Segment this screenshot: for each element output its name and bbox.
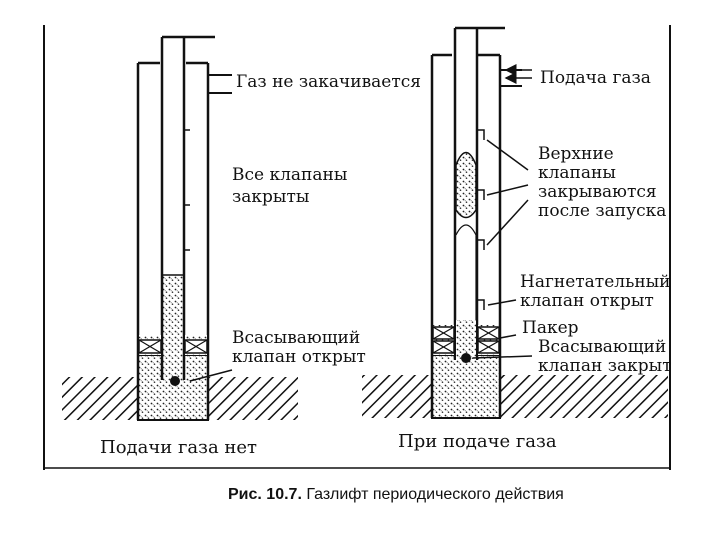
left-suction-valve-ball: [170, 376, 180, 386]
figure-title: Газлифт периодического действия: [306, 486, 564, 503]
left-tubing-fluid: [162, 275, 184, 380]
left-suction-leader: [189, 369, 233, 382]
right-suction-leader: [472, 355, 533, 359]
right-gas-bubble: [455, 224, 477, 320]
right-valve-3: [477, 239, 485, 250]
label-upper-valves-line3: закрываются: [538, 182, 657, 202]
label-upper-valves-line4: после запуска: [538, 201, 667, 221]
right-upper-leader-1: [486, 139, 529, 171]
right-valve-1: [477, 129, 485, 140]
right-injection-leader: [487, 299, 517, 306]
label-suction-valve-closed-line2: клапан закрыт: [538, 356, 672, 376]
right-ground: [362, 375, 668, 418]
caption-with-gas-supply: При подаче газа: [398, 431, 557, 452]
label-all-valves-closed-line2: закрыты: [232, 187, 310, 207]
caption-no-gas-supply: Подачи газа нет: [100, 437, 258, 458]
right-suction-valve-ball: [461, 353, 471, 363]
left-well: [62, 35, 298, 421]
right-liquid-slug: [455, 151, 477, 219]
label-suction-valve-open-line1: Всасывающий: [232, 328, 361, 348]
right-well: [362, 26, 668, 419]
right-upper-leader-2: [486, 184, 529, 196]
label-all-valves-closed-line1: Все клапаны: [232, 165, 348, 185]
right-packer: [432, 326, 500, 354]
right-well-bottom: [431, 354, 501, 419]
right-injection-valve: [477, 299, 485, 310]
label-injection-valve-line2: клапан открыт: [520, 291, 654, 311]
label-injection-valve-line1: Нагнетательный: [520, 272, 671, 292]
figure-number: Рис. 10.7.: [228, 486, 302, 503]
figure-caption: Рис. 10.7. Газлифт периодического действ…: [228, 486, 564, 504]
label-gas-not-injected: Газ не закачивается: [236, 72, 422, 92]
right-tubing-fluid: [456, 320, 476, 360]
right-upper-leader-3: [486, 199, 529, 246]
left-packer: [138, 339, 208, 354]
label-upper-valves-line2: клапаны: [538, 163, 616, 183]
label-suction-valve-closed-line1: Всасывающий: [538, 337, 667, 357]
label-suction-valve-open-line2: клапан открыт: [232, 347, 366, 367]
label-packer: Пакер: [522, 318, 579, 338]
label-gas-supply: Подача газа: [540, 68, 651, 88]
right-packer-leader: [499, 334, 517, 339]
label-upper-valves-line1: Верхние: [538, 144, 614, 164]
right-valve-2: [477, 189, 485, 200]
